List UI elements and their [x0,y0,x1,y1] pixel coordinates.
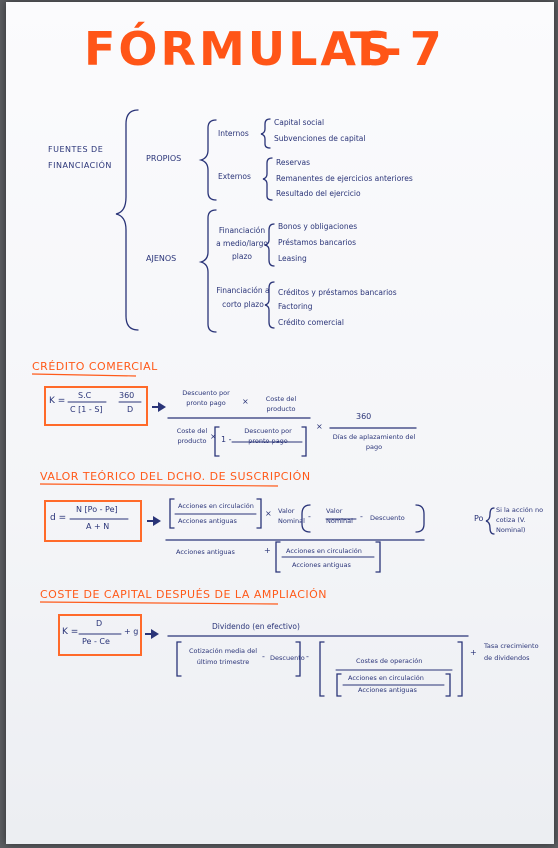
cp-item-creditos: Créditos y préstamos bancarios [278,288,397,297]
credito-uno: 1 - [221,435,232,444]
valor-acc-circulacion-den: Acciones en circulación [286,547,362,555]
coste-g: + g [124,627,139,636]
valor-minus-2: - [360,512,363,521]
topic-code: T-7 [350,22,450,76]
credito-k: K = [49,396,66,406]
internos-label: Internos [218,129,249,138]
page-title: FÓRMULAS [84,22,396,76]
credito-descuento-pronto-den: Descuento por pronto pago [244,427,292,445]
credito-den: C [1 - S] [70,405,103,414]
valor-formula-box [44,500,142,542]
credito-times-1: × [242,397,249,406]
coste-num: D [96,619,103,628]
credito-d: D [127,405,134,414]
valor-side-po: Po [474,514,484,523]
coste-plus: + [470,648,477,657]
coste-den: Pe - Ce [82,637,110,646]
coste-minus-2: - [306,652,309,661]
credito-360-num: 360 [356,412,372,421]
credito-coste-producto: Coste del producto [265,395,297,413]
valor-nominal-1: Valor Nominal [278,507,305,525]
credito-heading: CRÉDITO COMERCIAL [32,360,158,373]
valor-acc-antiguas-den: Acciones antiguas [176,548,235,556]
coste-acc-antiguas: Acciones antiguas [358,686,417,694]
cp-item-credito-comercial: Crédito comercial [278,318,344,327]
externos-item-reservas: Reservas [276,158,311,167]
handwritten-strokes [31,109,495,697]
notebook-page: FÓRMULAS T-7 [6,2,554,844]
credito-num: S.C [78,391,92,400]
valor-descuento: Descuento [370,514,405,522]
coste-dividendo: Dividendo (en efectivo) [212,622,300,631]
credito-times-3: × [316,422,323,431]
credito-formula-box [44,386,148,426]
valor-plus: + [264,546,271,555]
coste-costes-operacion: Costes de operación [356,657,423,665]
coste-cotizacion-media: Cotización media del último trimestre [188,647,258,666]
valor-acc-circulacion: Acciones en circulación [178,502,254,510]
valor-acc-antiguas: Acciones antiguas [178,517,237,525]
externos-label: Externos [218,172,251,181]
fuentes-root-label: FUENTES DE FINANCIACIÓN [48,145,112,170]
valor-heading: VALOR TEÓRICO DEL DCHO. DE SUSCRIPCIÓN [40,470,311,483]
credito-dias-aplazamiento: Días de aplazamiento del pago [332,433,416,451]
lp-item-prestamos: Préstamos bancarios [278,238,357,247]
valor-nominal-2: Valor Nominal [326,507,353,525]
financiacion-corto-plazo-label: Financiación a corto plazo [216,286,270,309]
externos-item-resultado: Resultado del ejercicio [276,189,361,198]
valor-d: d = [50,513,67,523]
lp-item-bonos: Bonos y obligaciones [278,222,358,231]
credito-descuento-pronto: Descuento por pronto pago [182,389,230,407]
cp-item-factoring: Factoring [278,302,313,311]
coste-formula-box [58,614,142,656]
coste-k: K = [62,627,79,637]
valor-minus-1: - [308,512,311,521]
coste-tasa-crecimiento: Tasa crecimiento de dividendos [484,642,539,662]
valor-times: × [265,509,272,518]
ajenos-label: AJENOS [146,254,177,263]
coste-acc-circulacion: Acciones en circulación [348,674,424,682]
lp-item-leasing: Leasing [278,254,307,263]
coste-descuento: Descuento [270,654,305,662]
externos-item-remanentes: Remanentes de ejercicios anteriores [276,174,413,183]
valor-den: A + N [86,522,110,531]
credito-coste-producto-den: Coste del producto [176,427,208,445]
propios-label: PROPIOS [146,154,182,163]
valor-side-note: Si la acción no cotiza (V. Nominal) [496,506,544,534]
internos-item-subvenciones: Subvenciones de capital [274,134,366,143]
coste-minus-1: - [262,652,265,661]
coste-heading: COSTE DE CAPITAL DESPUÉS DE LA AMPLIACIÓ… [40,588,328,601]
valor-num: N [Po - Pe] [76,505,118,514]
financiacion-largo-plazo-label: Financiación a medio/largo plazo [216,226,268,261]
credito-times-2: × [210,432,217,441]
valor-acc-antiguas-den-2: Acciones antiguas [292,561,351,569]
internos-item-capital: Capital social [274,118,325,127]
credito-360: 360 [119,391,135,400]
